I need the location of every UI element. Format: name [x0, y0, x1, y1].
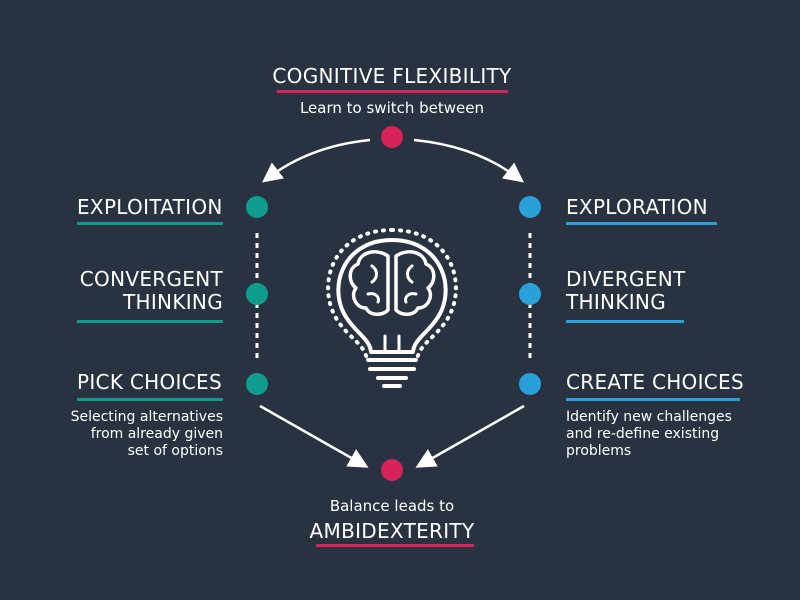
underline-convergent	[77, 320, 223, 323]
arrow-top-right	[413, 138, 524, 183]
arrow-bottom-right	[415, 404, 525, 468]
node-divergent	[519, 283, 541, 305]
label-exploitation: EXPLOITATION	[77, 195, 223, 219]
node-convergent	[246, 283, 268, 305]
description-create-choices: Identify new challenges and re-define ex…	[566, 409, 732, 459]
underline-exploration	[566, 222, 717, 225]
node-exploration	[519, 196, 541, 218]
node-create-choices	[519, 373, 541, 395]
underline-ambidexterity	[316, 544, 474, 547]
subtitle-balance-leads-to: Balance leads to	[329, 497, 455, 515]
node-bottom	[381, 459, 403, 481]
underline-cognitive-flexibility	[277, 90, 508, 93]
label-divergent-thinking: DIVERGENT THINKING	[566, 267, 686, 314]
subtitle-learn-to-switch: Learn to switch between	[299, 99, 485, 117]
label-create-choices: CREATE CHOICES	[566, 370, 744, 394]
lightbulb-brain-icon	[326, 228, 458, 388]
node-pick-choices	[246, 373, 268, 395]
description-pick-choices: Selecting alternatives from already give…	[70, 409, 223, 459]
node-top	[381, 126, 403, 148]
underline-create-choices	[566, 398, 740, 401]
underline-exploitation	[77, 222, 223, 225]
underline-divergent	[566, 320, 684, 323]
title-cognitive-flexibility: COGNITIVE FLEXIBILITY	[272, 64, 512, 88]
node-exploitation	[246, 196, 268, 218]
label-exploration: EXPLORATION	[566, 195, 708, 219]
underline-pick-choices	[77, 398, 223, 401]
title-ambidexterity: AMBIDEXTERITY	[309, 519, 475, 543]
arrow-bottom-left	[259, 404, 369, 468]
label-pick-choices: PICK CHOICES	[77, 370, 222, 394]
label-convergent-thinking: CONVERGENT THINKING	[79, 267, 223, 314]
arrow-top-left	[262, 138, 371, 183]
